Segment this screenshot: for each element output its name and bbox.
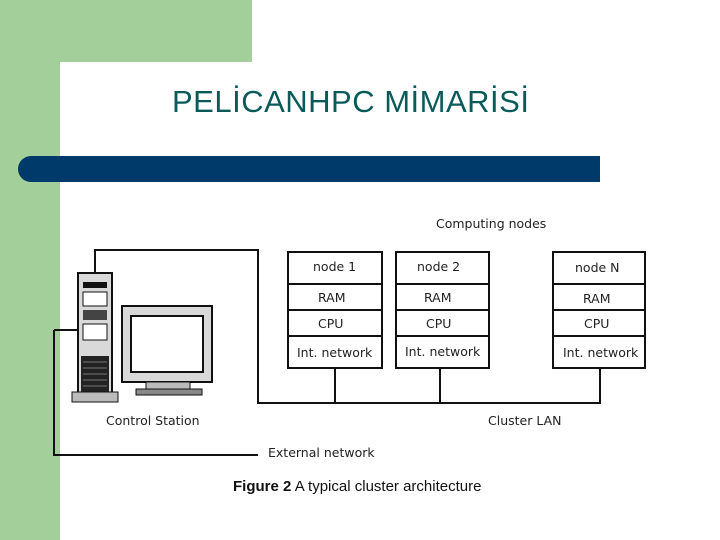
node-2: node 2 RAM CPU Int. network — [396, 252, 489, 368]
node-cpu: CPU — [426, 316, 451, 331]
figure-caption-prefix: Figure 2 — [233, 478, 291, 495]
computing-nodes-label: Computing nodes — [436, 216, 546, 231]
node-network: Int. network — [405, 344, 481, 359]
node-name: node 2 — [417, 259, 460, 274]
figure-caption-text: A typical cluster architecture — [295, 478, 482, 495]
external-network-label: External network — [268, 445, 375, 460]
node-cpu: CPU — [318, 316, 343, 331]
node-ram: RAM — [583, 291, 611, 306]
node-1: node 1 RAM CPU Int. network — [288, 252, 382, 368]
node-name: node 1 — [313, 259, 356, 274]
node-network: Int. network — [297, 345, 373, 360]
node-ram: RAM — [318, 290, 346, 305]
control-station-label: Control Station — [106, 413, 200, 428]
node-ram: RAM — [424, 290, 452, 305]
cluster-lan-label: Cluster LAN — [488, 413, 562, 428]
node-network: Int. network — [563, 345, 639, 360]
node-cpu: CPU — [584, 316, 609, 331]
figure-caption: Figure 2 A typical cluster architecture — [233, 478, 481, 495]
node-n: node N RAM CPU Int. network — [553, 252, 645, 368]
node-name: node N — [575, 260, 620, 275]
control-station-computer — [72, 273, 212, 402]
